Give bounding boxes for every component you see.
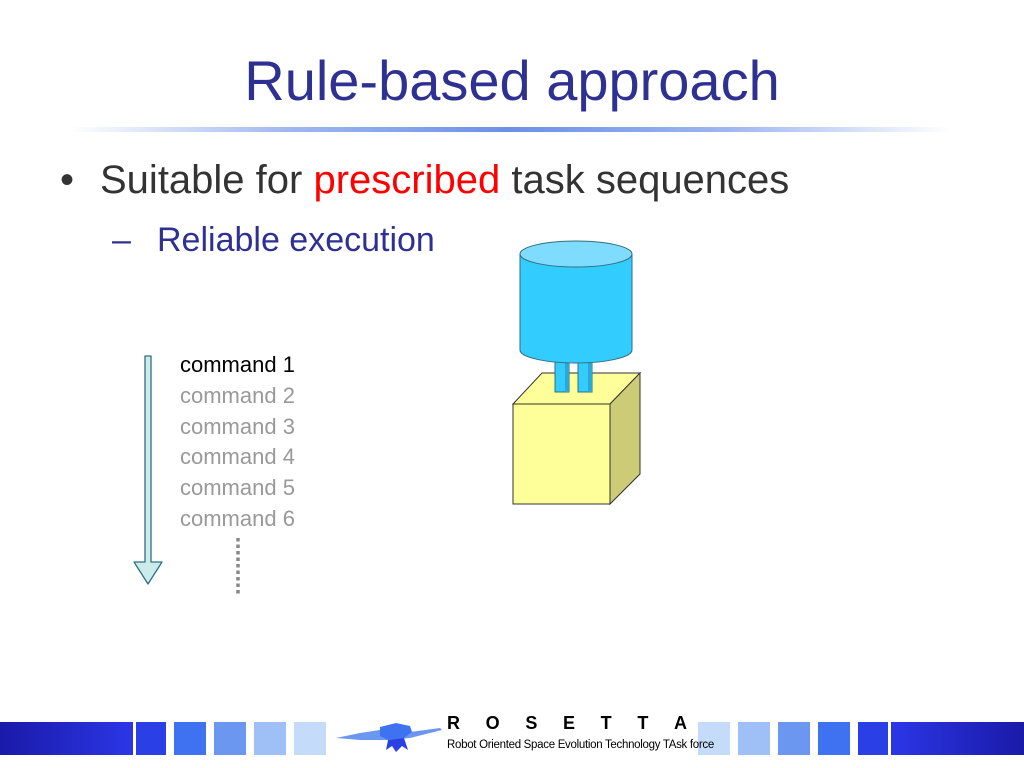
logo-letter: T	[600, 713, 612, 733]
continuation-dots	[236, 538, 240, 594]
title-underline	[70, 127, 950, 132]
slide-title: Rule-based approach	[244, 49, 780, 112]
logo-letter: O	[485, 713, 500, 733]
bullet-text-before: Suitable for	[100, 158, 314, 202]
rosetta-logo-subtitle: Robot Oriented Space Evolution Technolog…	[447, 739, 714, 751]
sub-bullet-marker: –	[112, 221, 131, 259]
command-list: command 1 command 2 command 3 command 4 …	[180, 350, 295, 535]
bullet-text-after: task sequences	[500, 158, 790, 202]
command-item-2: command 2	[180, 382, 295, 408]
rosetta-logo-title: R O S E T T A	[447, 713, 687, 734]
logo-letter: E	[563, 713, 576, 733]
logo-letter: S	[525, 713, 538, 733]
command-item-3: command 3	[180, 413, 295, 439]
sub-bullet-text: Reliable execution	[157, 221, 435, 259]
gripper-fingers	[554, 361, 593, 393]
sequence-arrow	[133, 355, 163, 585]
command-item-4: command 4	[180, 444, 295, 470]
robot-cylinder	[519, 240, 633, 364]
bullet-highlight: prescribed	[313, 158, 501, 202]
logo-letter: A	[673, 713, 687, 733]
command-item-5: command 5	[180, 475, 295, 501]
robot-illustration	[511, 240, 642, 506]
bullet-item: • Suitable for prescribed task sequences	[60, 155, 789, 205]
command-item-1: command 1	[180, 352, 295, 377]
logo-letter: R	[447, 713, 460, 733]
sub-bullet-item: –Reliable execution	[112, 218, 435, 262]
bullet-marker: •	[60, 158, 75, 202]
command-item-6: command 6	[180, 505, 295, 531]
footer-band	[0, 722, 1024, 755]
satellite-icon	[336, 723, 442, 752]
target-box	[511, 371, 642, 506]
logo-letter: T	[637, 713, 649, 733]
